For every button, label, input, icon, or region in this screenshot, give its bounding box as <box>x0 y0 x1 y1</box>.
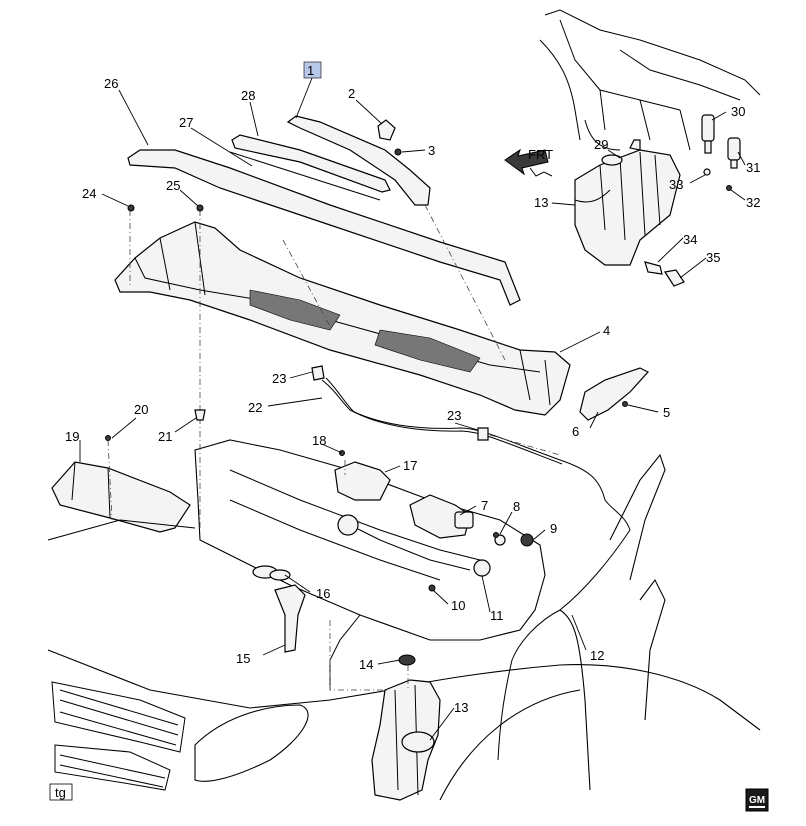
washer-hose-22 <box>321 379 631 761</box>
cowl-side-panel-19 <box>51 461 191 533</box>
callout-3[interactable]: 3 <box>428 143 435 158</box>
callout-7[interactable]: 7 <box>481 498 488 513</box>
callout-14[interactable]: 14 <box>359 657 373 672</box>
callout-18[interactable]: 18 <box>312 433 326 448</box>
callout-34[interactable]: 34 <box>683 232 697 247</box>
washer-reservoir-inset <box>574 149 681 266</box>
cowl-panel-4 <box>114 221 571 416</box>
callout-23-lower[interactable]: 23 <box>447 408 461 423</box>
corner-tag-box <box>49 783 73 801</box>
callout-31[interactable]: 31 <box>746 160 760 175</box>
callout-15[interactable]: 15 <box>236 651 250 666</box>
callout-21[interactable]: 21 <box>158 429 172 444</box>
callout-27[interactable]: 27 <box>179 115 193 130</box>
callout-10[interactable]: 10 <box>451 598 465 613</box>
washer-pump-31 <box>727 137 741 161</box>
callout-32[interactable]: 32 <box>746 195 760 210</box>
callout-33[interactable]: 33 <box>669 177 683 192</box>
callout-19[interactable]: 19 <box>65 429 79 444</box>
wiper-arm-1 <box>286 115 431 206</box>
washer-pump-30 <box>701 114 715 142</box>
callout-16[interactable]: 16 <box>316 586 330 601</box>
callout-26[interactable]: 26 <box>104 76 118 91</box>
wiper-assembly <box>127 115 521 306</box>
callout-23-upper[interactable]: 23 <box>272 371 286 386</box>
front-direction-label: FRT <box>528 147 553 162</box>
corner-tag: tg <box>55 785 66 800</box>
callout-1[interactable]: 1 <box>307 63 314 78</box>
callout-12[interactable]: 12 <box>590 648 604 663</box>
callout-13-inset[interactable]: 13 <box>534 195 548 210</box>
callout-8[interactable]: 8 <box>513 499 520 514</box>
front-grille <box>51 681 186 791</box>
cowl-end-cover-6 <box>579 367 649 421</box>
filler-neck-15 <box>274 584 306 653</box>
inset-reservoir-detail: FRT <box>504 9 761 287</box>
callout-9[interactable]: 9 <box>550 521 557 536</box>
callout-13[interactable]: 13 <box>454 700 468 715</box>
cowl-seal-26 <box>127 149 521 306</box>
front-direction-arrow: FRT <box>504 147 553 177</box>
callout-24[interactable]: 24 <box>82 186 96 201</box>
callout-22[interactable]: 22 <box>248 400 262 415</box>
gm-logo: GM <box>745 788 769 812</box>
callout-28[interactable]: 28 <box>241 88 255 103</box>
callout-29[interactable]: 29 <box>594 137 608 152</box>
callout-35[interactable]: 35 <box>706 250 720 265</box>
callout-25[interactable]: 25 <box>166 178 180 193</box>
wiper-blade-28 <box>231 134 391 193</box>
callout-11[interactable]: 11 <box>490 608 504 623</box>
nut-cap-2 <box>377 119 396 141</box>
callout-17[interactable]: 17 <box>403 458 417 473</box>
callout-4[interactable]: 4 <box>603 323 610 338</box>
vehicle-front-outline <box>47 453 761 801</box>
highlight-box-1 <box>303 61 322 79</box>
callout-2[interactable]: 2 <box>348 86 355 101</box>
bracket-17 <box>334 461 391 501</box>
callout-30[interactable]: 30 <box>731 104 745 119</box>
callout-6[interactable]: 6 <box>572 424 579 439</box>
leader-lines <box>79 77 746 741</box>
plenum-lower-body <box>194 439 546 690</box>
gm-logo-text: GM <box>749 795 765 806</box>
callout-5[interactable]: 5 <box>663 405 670 420</box>
callout-20[interactable]: 20 <box>134 402 148 417</box>
